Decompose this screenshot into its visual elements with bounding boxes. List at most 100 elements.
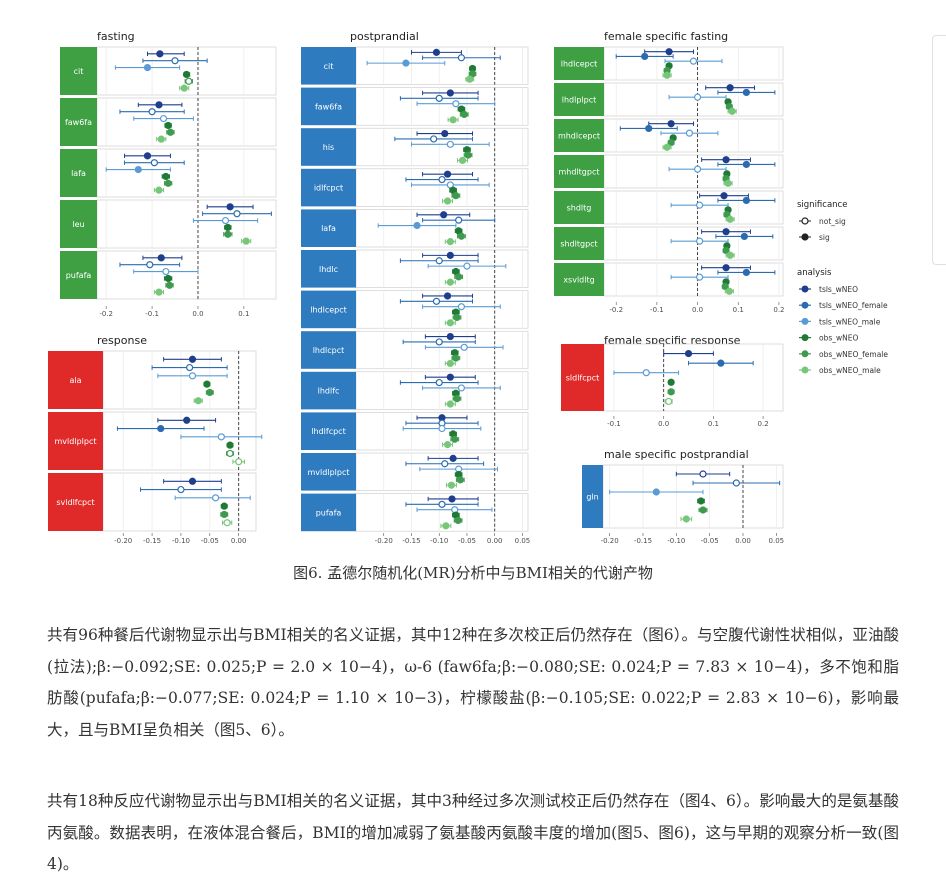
row-strip <box>554 83 604 116</box>
point-estimate-obs_wNEO_female <box>226 449 234 458</box>
forest-row-mvldlplpct: mvldlplpct <box>301 452 529 491</box>
row-plot-area <box>603 82 784 117</box>
forest-row-gln: gln <box>582 464 784 529</box>
legend-key-point <box>801 233 809 241</box>
point-estimate-obs_wNEO_female <box>453 313 461 322</box>
point-estimate-tsls_wNEO_male <box>159 114 168 123</box>
point-estimate-tsls_wNEO <box>722 156 730 164</box>
point-estimate-tsls_wNEO_female <box>177 485 185 494</box>
row-plot-area <box>355 46 529 85</box>
row-strip <box>554 191 604 224</box>
body-paragraph: 共有96种餐后代谢物显示出与BMI相关的名义证据，其中12种在多次校正后仍然存在… <box>47 626 899 739</box>
point-estimate-tsls_wNEO <box>156 50 164 58</box>
point-estimate-tsls_wNEO_female <box>455 216 463 224</box>
point-estimate-obs_wNEO_female <box>457 232 466 240</box>
point-estimate-obs_wNEO <box>182 70 191 79</box>
forest-row-lafa: lafa <box>301 209 529 248</box>
point-estimate-obs_wNEO_male <box>443 197 452 205</box>
point-estimate-tsls_wNEO_male <box>693 93 702 101</box>
x-tick-label: -0.10 <box>430 537 448 545</box>
row-label: faw6fa <box>315 102 342 111</box>
row-plot-area <box>102 350 257 410</box>
x-tick-label: -0.1 <box>145 310 159 318</box>
row-label: mhdltgpct <box>559 168 600 177</box>
row-plot-area <box>603 262 784 297</box>
row-plot-area <box>355 452 529 491</box>
point-estimate-obs_wNEO_male <box>443 441 452 449</box>
point-estimate-tsls_wNEO <box>443 292 452 300</box>
point-estimate-obs_wNEO_female <box>185 77 193 85</box>
point-estimate-tsls_wNEO_male <box>162 267 170 276</box>
point-estimate-obs_wNEO_female <box>220 510 228 519</box>
point-estimate-obs_wNEO <box>220 502 228 510</box>
point-estimate-obs_wNEO_female <box>452 192 460 200</box>
point-estimate-tsls_wNEO_male <box>457 303 466 311</box>
row-label: gln <box>586 493 598 502</box>
forest-row-lhdlcpct: lhdlcpct <box>301 330 529 370</box>
x-tick-label: 0.0 <box>658 420 669 428</box>
row-label: lhdlc <box>319 265 338 274</box>
legend-key-point <box>801 366 809 374</box>
legend: significancenot_sigsiganalysistsls_wNEOt… <box>797 200 888 375</box>
point-estimate-tsls_wNEO_male <box>413 221 421 230</box>
point-estimate-obs_wNEO_male <box>466 75 474 83</box>
point-estimate-obs_wNEO_female <box>164 179 172 187</box>
side-widget[interactable] <box>932 35 946 265</box>
forest-row-mvldlplpct: mvldlplpct <box>48 411 263 471</box>
point-estimate-tsls_wNEO <box>155 101 163 109</box>
x-tick-label: -0.10 <box>667 537 685 545</box>
point-estimate-obs_wNEO_male <box>157 135 165 143</box>
row-strip <box>582 465 603 528</box>
row-strip <box>301 412 356 450</box>
point-estimate-obs_wNEO_male <box>726 251 734 259</box>
row-label: cit <box>324 62 334 71</box>
legend-significance-label: sig <box>819 233 830 242</box>
point-estimate-tsls_wNEO_male <box>452 100 460 108</box>
point-estimate-obs_wNEO_female <box>464 151 472 159</box>
row-label: lhdlfcpct <box>311 427 345 436</box>
point-estimate-tsls_wNEO <box>449 454 457 462</box>
x-tick-label: 0.2 <box>758 420 769 428</box>
forest-row-faw6fa: faw6fa <box>60 97 277 147</box>
point-estimate-obs_wNEO <box>449 186 457 194</box>
point-estimate-tsls_wNEO <box>684 349 693 358</box>
point-estimate-obs_wNEO <box>697 497 705 505</box>
row-strip <box>301 47 356 85</box>
point-estimate-tsls_wNEO <box>440 211 448 219</box>
forest-panel-postprandial: postprandialcitfaw6fahisidlfcpctlafalhdl… <box>301 30 530 545</box>
row-strip <box>301 128 356 166</box>
point-estimate-tsls_wNEO_male <box>693 165 702 173</box>
row-plot-area <box>96 250 277 300</box>
point-estimate-tsls_wNEO <box>157 254 165 262</box>
point-estimate-obs_wNEO_female <box>165 281 174 289</box>
point-estimate-tsls_wNEO_female <box>441 460 449 468</box>
forest-panel-response: responsealamvldlplpctsvldlfcpct-0.20-0.1… <box>48 334 263 545</box>
forest-row-lhdlplpct: lhdlplpct <box>554 82 784 117</box>
point-estimate-obs_wNEO_male <box>447 481 456 489</box>
x-tick-label: 0.0 <box>192 310 203 318</box>
row-strip <box>60 200 97 248</box>
legend-key-point <box>801 217 809 225</box>
point-estimate-obs_wNEO_female <box>454 516 462 525</box>
x-tick-label: -0.15 <box>634 537 652 545</box>
row-strip <box>554 263 604 296</box>
x-tick-label: -0.2 <box>609 306 623 314</box>
point-estimate-obs_wNEO_male <box>155 288 163 296</box>
row-strip <box>60 47 97 95</box>
point-estimate-tsls_wNEO <box>443 170 452 178</box>
point-estimate-tsls_wNEO <box>183 416 191 424</box>
panel-title: postprandial <box>350 30 419 43</box>
x-tick-label: 0.2 <box>773 306 784 314</box>
point-estimate-tsls_wNEO_female <box>432 297 441 305</box>
point-estimate-tsls_wNEO <box>188 477 197 485</box>
point-estimate-obs_wNEO_male <box>682 515 690 523</box>
point-estimate-tsls_wNEO_male <box>460 343 468 351</box>
point-estimate-tsls_wNEO <box>188 355 197 363</box>
point-estimate-tsls_wNEO <box>226 203 234 211</box>
panel-title: female specific fasting <box>604 30 728 43</box>
row-label: ala <box>69 376 81 385</box>
row-strip <box>60 149 97 197</box>
row-strip <box>561 344 604 411</box>
point-estimate-tsls_wNEO_male <box>642 369 650 377</box>
point-estimate-tsls_wNEO <box>446 332 454 341</box>
